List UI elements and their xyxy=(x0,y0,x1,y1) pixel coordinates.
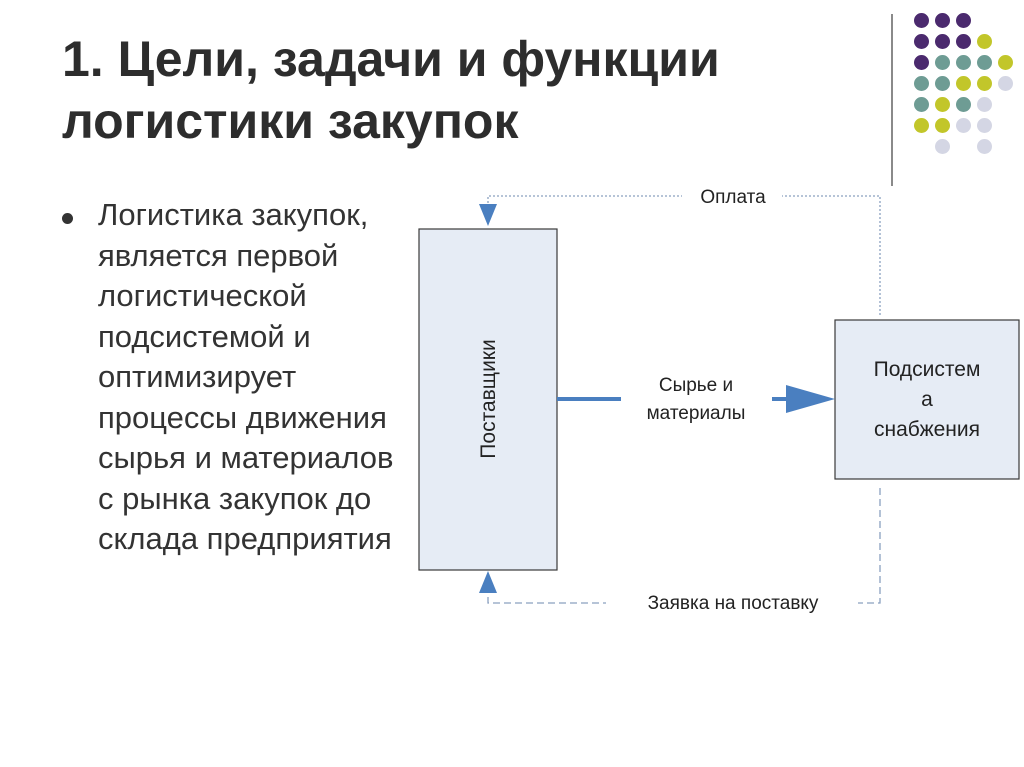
materials-arrowhead xyxy=(786,385,835,413)
decorative-dot xyxy=(956,97,971,112)
payment-line xyxy=(487,195,881,315)
materials-label-line-2: материалы xyxy=(647,403,746,424)
decorative-dot xyxy=(935,139,950,154)
supply-subsystem-box xyxy=(834,319,1020,480)
subsystem-label-line-2: а xyxy=(921,388,933,411)
order-label-bg xyxy=(606,590,858,616)
decorative-dot xyxy=(935,13,950,28)
subsystem-label-line-3: снабжения xyxy=(874,418,980,441)
decorative-dot xyxy=(935,97,950,112)
decorative-divider xyxy=(891,14,893,186)
payment-label-bg xyxy=(682,184,782,208)
decorative-dot xyxy=(935,55,950,70)
order-arrowhead xyxy=(479,571,497,593)
materials-label-line-1: Сырье и xyxy=(659,375,733,396)
bullet-text: Логистика закупок, является первой логис… xyxy=(98,197,394,556)
decorative-dot xyxy=(935,76,950,91)
decorative-dot xyxy=(914,13,929,28)
decorative-dot xyxy=(914,34,929,49)
suppliers-label: Поставщики xyxy=(477,339,500,458)
page-title: 1. Цели, задачи и функции логистики заку… xyxy=(62,28,862,152)
decorative-dot xyxy=(914,97,929,112)
decorative-dot xyxy=(956,13,971,28)
decorative-dot xyxy=(956,118,971,133)
decorative-dot xyxy=(977,118,992,133)
subsystem-label-line-1: Подсистем xyxy=(874,358,981,381)
decorative-dot xyxy=(914,55,929,70)
bullet-icon xyxy=(62,213,73,224)
decorative-dot xyxy=(956,34,971,49)
decorative-dot xyxy=(977,55,992,70)
title-line-2: логистики закупок xyxy=(62,93,519,149)
decorative-dot xyxy=(956,76,971,91)
decorative-dot xyxy=(935,118,950,133)
order-label: Заявка на поставку xyxy=(648,593,819,614)
decorative-dot xyxy=(977,76,992,91)
payment-arrowhead xyxy=(479,204,497,226)
decorative-dot xyxy=(935,34,950,49)
decorative-dot xyxy=(914,76,929,91)
decorative-dot xyxy=(998,76,1013,91)
decorative-dot xyxy=(977,97,992,112)
decorative-dot xyxy=(977,34,992,49)
decorative-dot xyxy=(956,55,971,70)
decorative-dot xyxy=(977,139,992,154)
decorative-dot xyxy=(914,118,929,133)
title-line-1: 1. Цели, задачи и функции xyxy=(62,31,720,87)
suppliers-box xyxy=(418,228,558,571)
payment-label: Оплата xyxy=(700,187,766,208)
decorative-dot xyxy=(998,55,1013,70)
